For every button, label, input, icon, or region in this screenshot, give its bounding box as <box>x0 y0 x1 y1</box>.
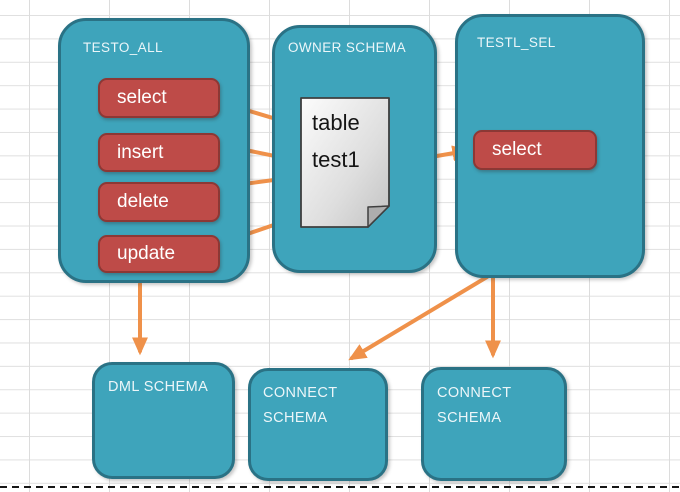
permission-insert-label: insert <box>117 141 164 163</box>
permission-select: select <box>98 78 220 118</box>
permission-select-label: select <box>117 87 167 108</box>
document-label: table test1 <box>312 104 360 178</box>
permission-update: update <box>98 235 220 273</box>
permission-select-sel-label: select <box>492 139 542 160</box>
schema-box-connect-schema-mid: CONNECT SCHEMA <box>248 368 388 481</box>
schema-title-dml-schema: DML SCHEMA <box>108 379 209 395</box>
permission-update-label: update <box>117 243 176 264</box>
permission-delete-label: delete <box>117 191 169 212</box>
table-document: table test1 <box>300 97 390 228</box>
schema-title-owner-schema: OWNER SCHEMA <box>288 40 407 55</box>
permission-insert: insert <box>98 133 220 172</box>
schema-box-owner-schema: OWNER SCHEMA <box>272 25 437 273</box>
schema-title-connect-schema-right: CONNECT SCHEMA <box>437 385 512 426</box>
schema-box-testl-sel: TESTL_SEL select <box>455 14 645 278</box>
schema-box-testo-all: TESTO_ALL select insert delete update <box>58 18 250 283</box>
page-boundary-dashed-line <box>0 486 680 488</box>
document-label-line2: test1 <box>312 147 360 172</box>
arrow-testlsel-to-connect-mid <box>348 275 489 361</box>
schema-title-testo-all: TESTO_ALL <box>83 40 163 55</box>
folded-corner <box>367 205 390 228</box>
schema-box-connect-schema-right: CONNECT SCHEMA <box>421 367 567 481</box>
schema-box-dml-schema: DML SCHEMA <box>92 362 235 479</box>
schema-title-testl-sel: TESTL_SEL <box>477 35 556 50</box>
schema-title-connect-schema-mid: CONNECT SCHEMA <box>263 385 338 426</box>
document-label-line1: table <box>312 110 360 135</box>
permission-select-sel: select <box>473 130 597 170</box>
permission-delete: delete <box>98 182 220 222</box>
document-page-icon <box>300 97 390 228</box>
